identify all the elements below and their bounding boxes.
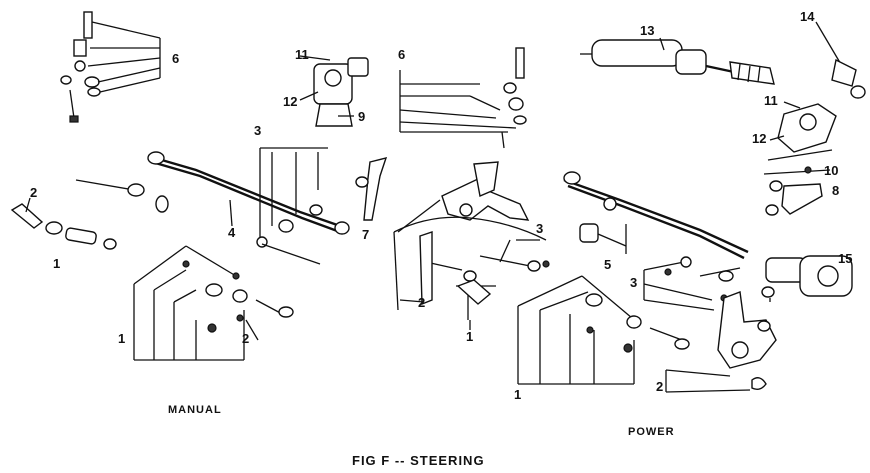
power-steering-pump (761, 255, 853, 302)
section-caption-manual: MANUAL (168, 404, 222, 416)
callout-10-power: 10 (824, 163, 839, 178)
manual-bracket-1 (133, 245, 294, 361)
callout-2b-manual: 2 (242, 331, 250, 346)
manual-center-link (75, 151, 350, 235)
power-bracket-1b (517, 275, 690, 385)
power-bushing-5 (579, 223, 627, 254)
manual-bracket-3 (256, 147, 328, 265)
callout-1a-power: 1 (466, 329, 474, 344)
power-steering-cylinder (580, 37, 775, 85)
manual-idler-arm (355, 157, 388, 221)
power-knuckle-2 (665, 291, 777, 393)
callout-7-manual: 7 (362, 227, 370, 242)
callout-1b-manual: 1 (118, 331, 126, 346)
callout-6-manual: 6 (172, 51, 180, 66)
callout-3b-power: 3 (630, 275, 638, 290)
callout-13-power: 13 (640, 23, 655, 38)
manual-steering-gearbox (299, 55, 369, 127)
callout-12-power: 12 (752, 131, 767, 146)
power-bracket-1a (456, 279, 496, 330)
bolt-stack-power (399, 47, 527, 149)
callout-1a-manual: 1 (53, 256, 61, 271)
callout-15-power: 15 (838, 251, 853, 266)
power-knuckle-assembly (393, 161, 547, 311)
section-caption-power: POWER (628, 426, 675, 438)
callout-3a-power: 3 (536, 221, 544, 236)
bolt-stack-manual (60, 11, 161, 123)
callout-1b-power: 1 (514, 387, 522, 402)
callout-14-power: 14 (800, 9, 815, 24)
callout-6-power: 6 (398, 47, 406, 62)
callout-2b-power: 2 (656, 379, 664, 394)
callout-9-manual: 9 (358, 109, 366, 124)
power-steering-gearbox (769, 101, 837, 153)
callout-5-power: 5 (604, 257, 612, 272)
callout-11-manual: 11 (295, 47, 309, 62)
center-knuckle-2 (399, 231, 433, 306)
callout-4-manual: 4 (228, 225, 236, 240)
power-pitman-arm (763, 149, 833, 216)
callout-8-power: 8 (832, 183, 840, 198)
power-center-link (563, 171, 749, 260)
figure-title: FIG F -- STEERING (352, 453, 485, 468)
callout-2a-power: 2 (418, 295, 426, 310)
power-bracket-3a (425, 239, 550, 282)
callout-11-power: 11 (764, 93, 778, 108)
callout-2a-manual: 2 (30, 185, 38, 200)
callout-3-manual: 3 (254, 123, 262, 138)
power-rod-end-14 (815, 21, 866, 99)
callout-12-manual: 12 (283, 94, 298, 109)
manual-tie-rod-sleeve (10, 197, 117, 250)
